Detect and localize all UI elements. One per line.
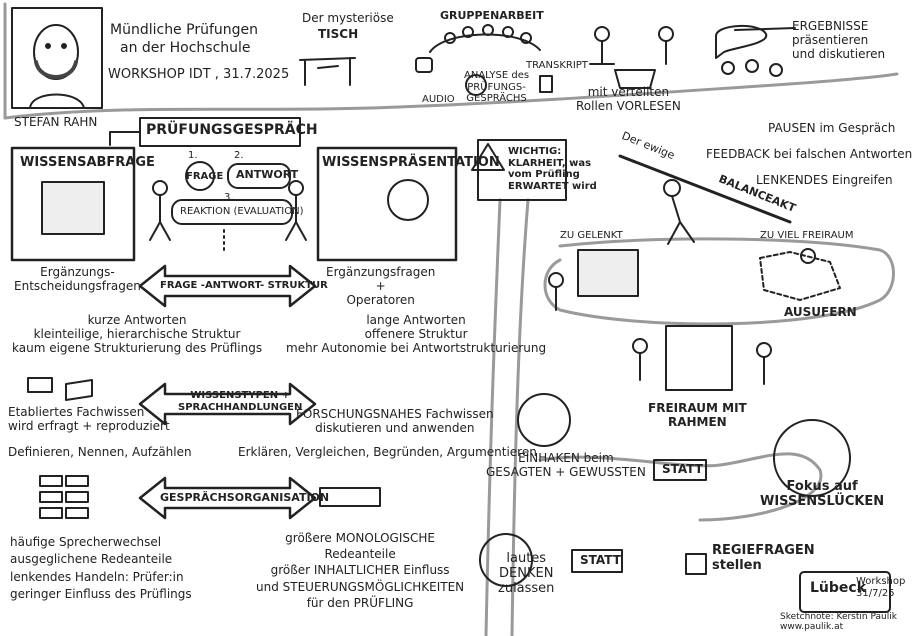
title-line-2: an der Hochschule (120, 40, 251, 56)
statt-2: STATT (580, 553, 621, 567)
row3-left: häufige Sprecherwechsel ausgeglichene Re… (10, 535, 192, 602)
step-2: 2. (234, 150, 244, 161)
pausen-text: PAUSEN im Gespräch (768, 121, 896, 135)
feedback-text: FEEDBACK bei falschen Antworten (706, 147, 912, 161)
gruppenarbeit-label: GRUPPENARBEIT (440, 9, 544, 22)
tisch-line-1: Der mysteriöse (302, 11, 394, 25)
row1-right-details: lange Antworten offenere Struktur mehr A… (286, 313, 547, 355)
zu-gelenkt-label: ZU GELENKT (560, 230, 623, 241)
row2-right-details: Erklären, Vergleichen, Begründen, Argume… (238, 445, 537, 459)
ergebnisse-label: ERGEBNISSE präsentieren und diskutieren (792, 19, 886, 61)
row2-left-title: Etabliertes Fachwissen wird erfragt + re… (8, 405, 170, 433)
regiefragen-label: REGIEFRAGEN stellen (712, 543, 815, 573)
arrow-wissenstypen: WISSENSTYPEN + SPRACHHANDLUNGEN (178, 390, 303, 413)
freiraum-mit-rahmen: FREIRAUM MIT RAHMEN (648, 401, 747, 429)
zu-viel-freiraum-label: ZU VIEL FREIRAUM (760, 230, 854, 241)
frage-label: FRAGE (186, 171, 224, 182)
step-3: 3. (224, 192, 234, 203)
lautes-denken-label: lautes DENKEN zulassen (498, 551, 555, 596)
einhaken-label: EINHAKEN beim GESAGTEN + GEWUSSTEN (486, 451, 646, 479)
rollen-label: mit verteilten Rollen VORLESEN (576, 85, 681, 113)
workshop-badge: Workshop 31/7/25 (856, 576, 906, 599)
title-line-1: Mündliche Prüfungen (110, 22, 258, 38)
statt-1: STATT (662, 462, 703, 476)
lubeck-logo: Lübeck (810, 580, 867, 596)
step-1: 1. (188, 150, 198, 161)
wissensabfrage-heading: WISSENSABFRAGE (20, 155, 155, 170)
arrow-frage-antwort: FRAGE -ANTWORT- STRUKTUR (160, 280, 328, 291)
row3-right: größere MONOLOGISCHE Redeanteile größer … (256, 531, 465, 610)
reaktion-label: REAKTION (EVALUATION) (180, 206, 304, 217)
author-name: STEFAN RAHN (14, 115, 98, 129)
wichtig-note: WICHTIG: KLARHEIT, was vom Prüfling ERWA… (508, 146, 597, 192)
lenkendes-text: LENKENDES Eingreifen (756, 173, 893, 187)
row1-left-details: kurze Antworten kleinteilige, hierarchis… (12, 313, 263, 355)
tisch-line-2: TISCH (318, 27, 359, 41)
row2-left-details: Definieren, Nennen, Aufzählen (8, 445, 192, 459)
antwort-label: ANTWORT (236, 168, 299, 181)
fokus-label: Fokus auf WISSENSLÜCKEN (760, 479, 885, 509)
workshop-date: WORKSHOP IDT , 31.7.2025 (108, 67, 290, 82)
row1-left-title: Ergänzungs- Entscheidungsfragen (14, 265, 141, 293)
analyse-label: ANALYSE des PRÜFUNGS- GESPRÄCHS (464, 70, 530, 104)
wissenspraesentation-heading: WISSENSPRÄSENTATION (322, 155, 500, 170)
row1-right-title: Ergänzungsfragen + Operatoren (326, 265, 436, 307)
ausufern-label: AUSUFERN (784, 305, 857, 319)
pruefungsgespraech-heading: PRÜFUNGSGESPRÄCH (146, 122, 318, 138)
row2-right-title: FORSCHUNGSNAHES Fachwissen diskutieren u… (296, 407, 494, 435)
transkript-label: TRANSKRIPT (526, 60, 588, 71)
audio-label: AUDIO (422, 94, 455, 105)
sketchnote-credit: Sketchnote: Kerstin Paulik www.paulik.at (780, 612, 897, 633)
arrow-gespraechsorganisation: GESPRÄCHSORGANISATION (160, 491, 330, 504)
